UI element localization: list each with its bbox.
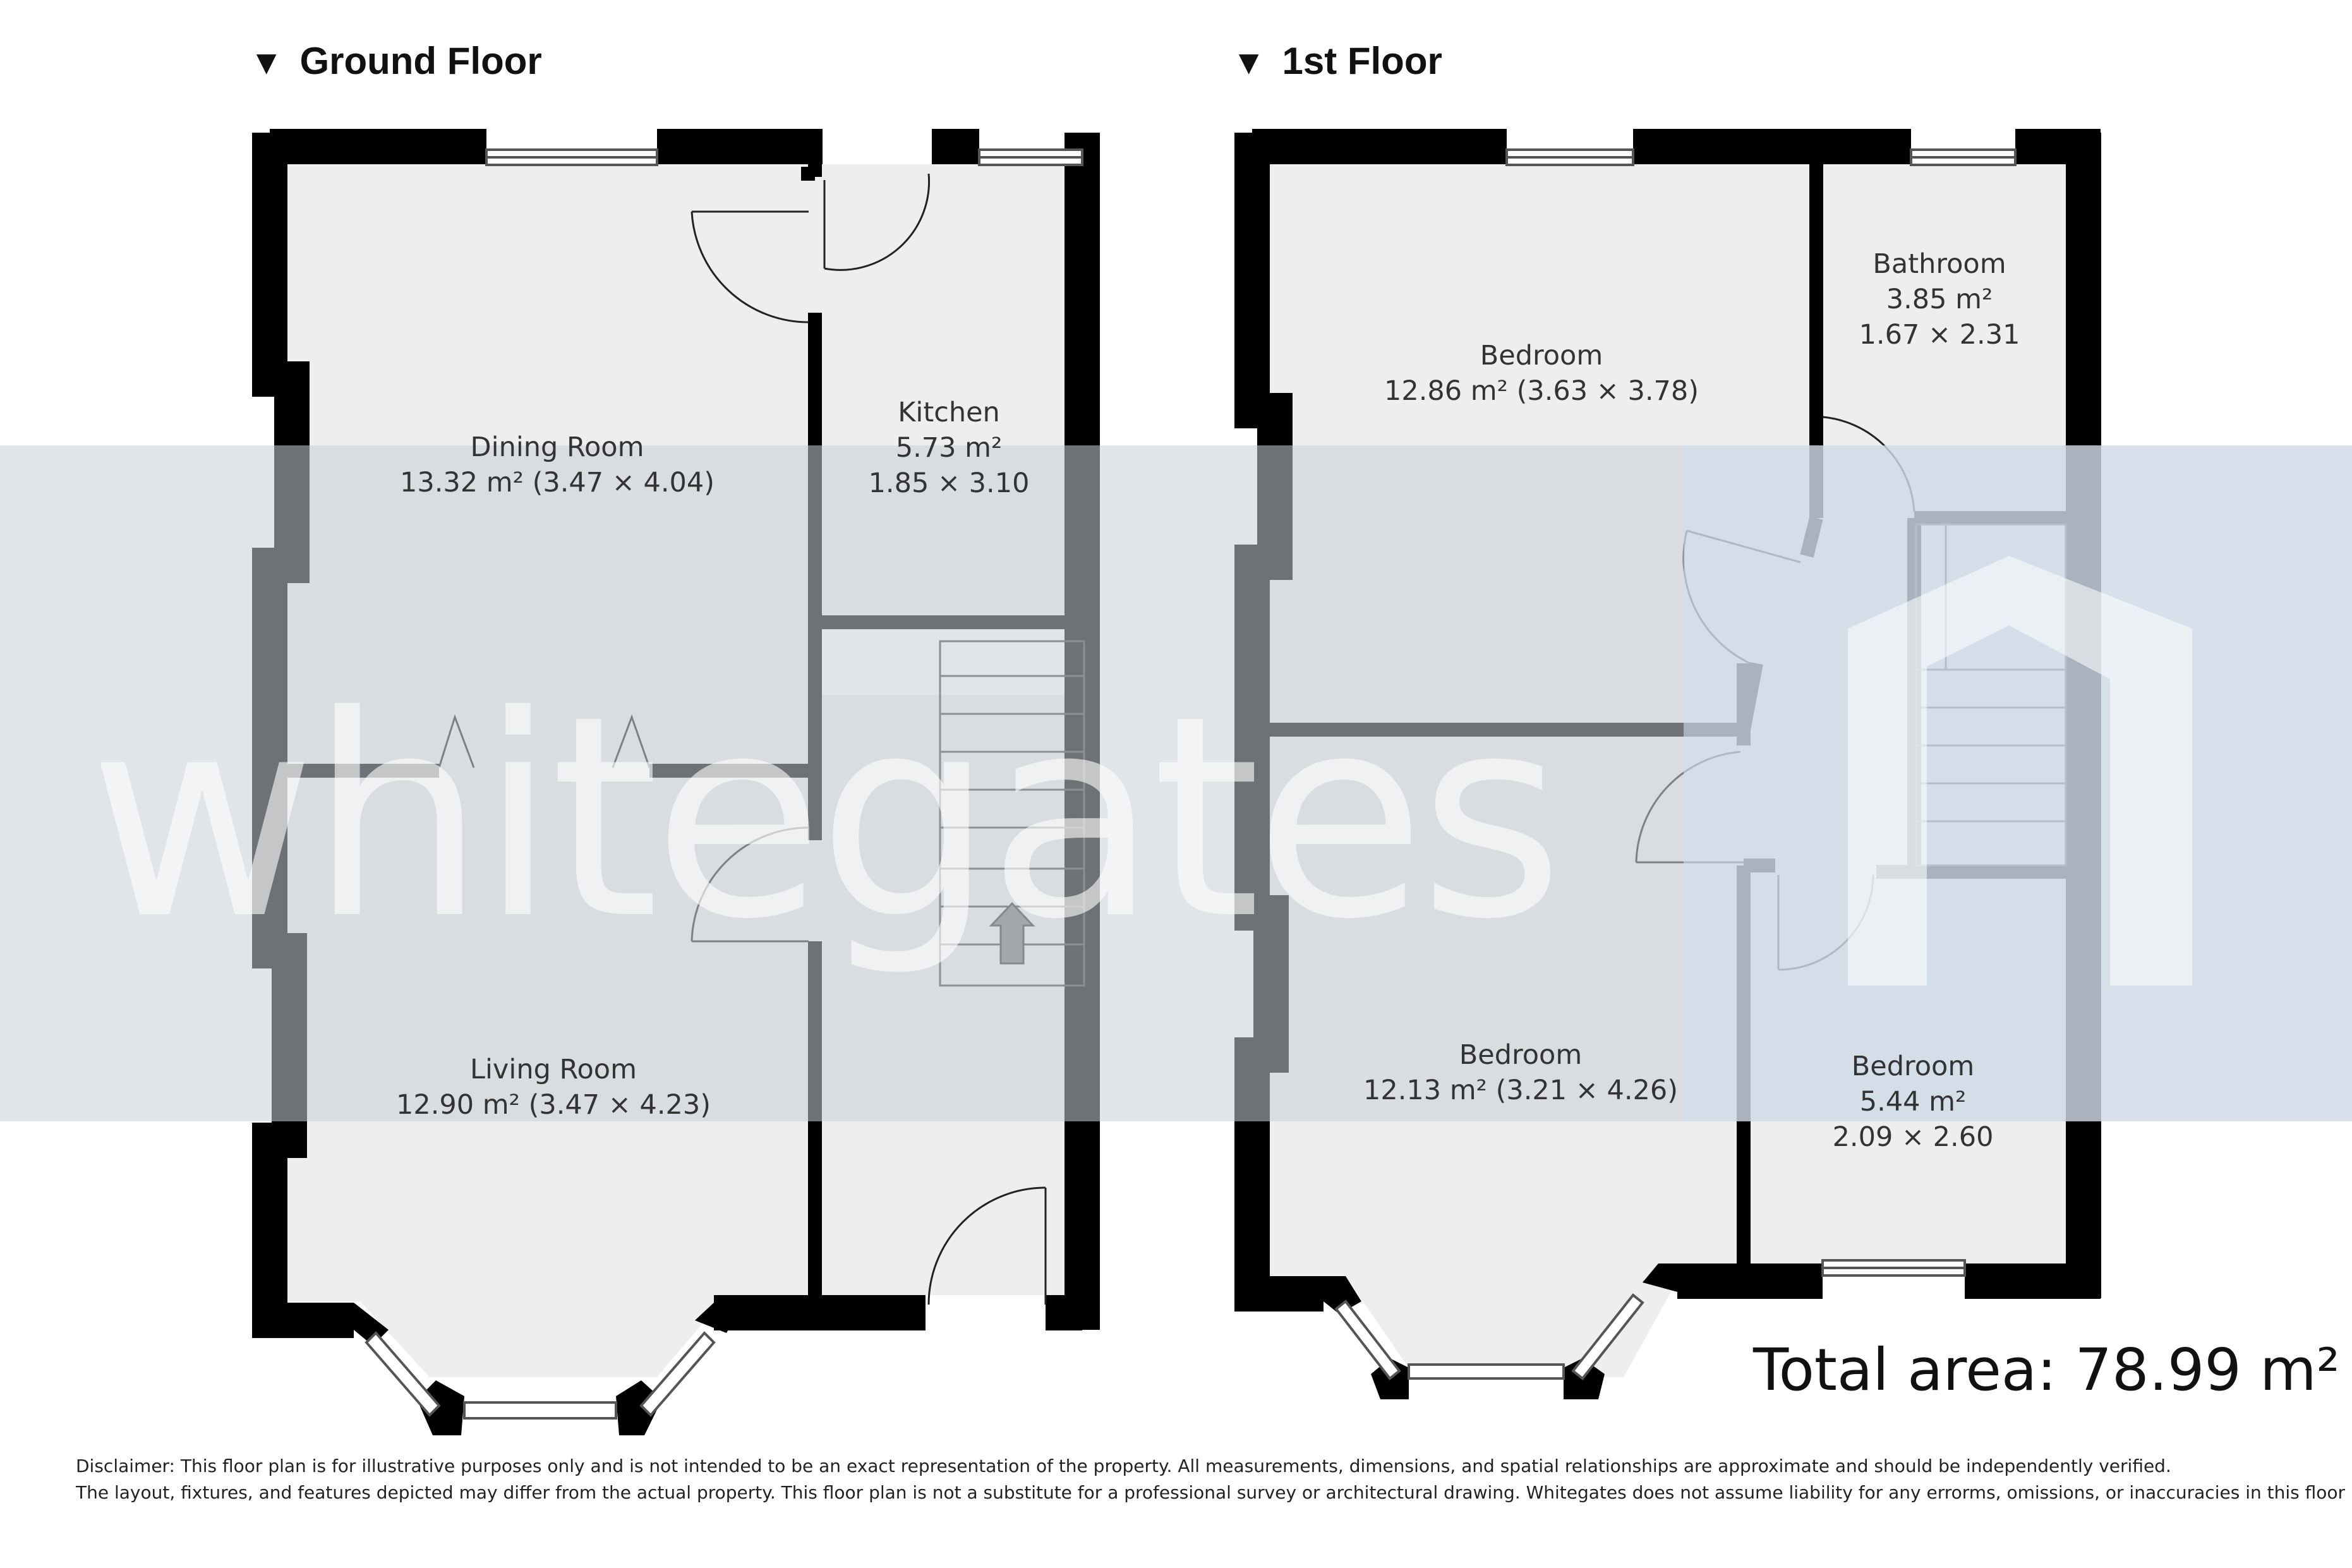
ground-top-windows [485,148,1083,166]
first-floor-header: ▼ 1st Floor [1232,39,1442,83]
first-bay-window [1334,1293,1644,1380]
collapse-triangle-icon: ▼ [1232,44,1266,81]
ground-floor-header: ▼ Ground Floor [250,39,542,83]
living-bay-window [365,1331,716,1420]
room-area: 12.86 m² (3.63 × 3.78) [1384,375,1699,407]
room-name: Dining Room [470,431,644,463]
living-bay-wall-right [695,1303,742,1333]
room-label-dining: Dining Room 13.32 m² (3.47 × 4.04) [400,430,715,500]
room-name: Bedroom [1459,1039,1583,1071]
watermark-text: whitegates [88,656,1564,980]
first-top-windows [1505,148,2017,1277]
first-floor-title: 1st Floor [1282,40,1442,82]
total-area: Total area: 78.99 m² [1753,1336,2340,1404]
room-label-bedroom-1: Bedroom 12.86 m² (3.63 × 3.78) [1384,338,1699,409]
disclaimer-line: The layout, fixtures, and features depic… [76,1482,2352,1503]
room-label-bathroom: Bathroom 3.85 m² 1.67 × 2.31 [1859,246,2020,353]
room-name: Bathroom [1873,248,2006,280]
first-bay-wall-left [1324,1276,1361,1314]
room-area: 5.44 m² [1859,1086,1967,1118]
room-name: Bedroom [1480,340,1603,371]
watermark-logo-icon [1848,556,2192,986]
first-bay-wall-right [1643,1263,1693,1292]
room-dims: 2.09 × 2.60 [1832,1121,1994,1153]
room-label-bedroom-2: Bedroom 12.13 m² (3.21 × 4.26) [1363,1037,1678,1108]
room-name: Living Room [470,1054,637,1085]
disclaimer: Disclaimer: This floor plan is for illus… [76,1453,2352,1506]
watermark-banner [0,445,2352,1121]
room-label-kitchen: Kitchen 5.73 m² 1.85 × 3.10 [869,395,1030,501]
room-label-bedroom-3: Bedroom 5.44 m² 2.09 × 2.60 [1833,1049,1994,1155]
ground-floor-title: Ground Floor [299,40,542,82]
room-dims: 1.67 × 2.31 [1859,319,2020,351]
room-area: 12.90 m² (3.47 × 4.23) [396,1089,711,1121]
room-name: Kitchen [898,397,1000,428]
room-dims: 1.85 × 3.10 [868,467,1030,499]
room-area: 3.85 m² [1886,284,1993,315]
room-area: 5.73 m² [895,432,1003,464]
disclaimer-line: Disclaimer: This floor plan is for illus… [76,1456,2171,1476]
room-label-living: Living Room 12.90 m² (3.47 × 4.23) [396,1052,711,1123]
room-area: 12.13 m² (3.21 × 4.26) [1363,1075,1678,1106]
room-area: 13.32 m² (3.47 × 4.04) [400,467,715,498]
living-bay-wall-left [354,1303,389,1346]
room-name: Bedroom [1851,1051,1975,1082]
collapse-triangle-icon: ▼ [250,44,284,81]
